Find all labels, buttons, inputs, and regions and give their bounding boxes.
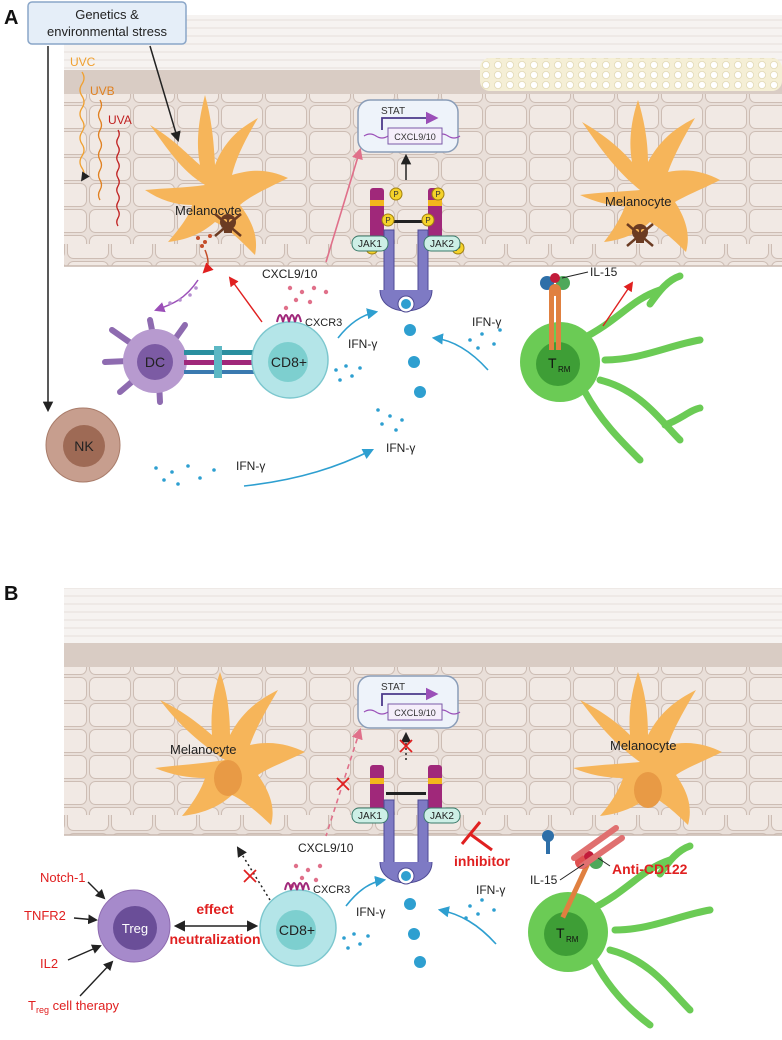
ifn-dots-cd8: [334, 364, 362, 382]
melanocyte-right-b-label: Melanocyte: [610, 738, 676, 753]
chemokine-label-a: CXCL9/10: [262, 267, 318, 281]
svg-text:P: P: [393, 190, 398, 199]
uvb-label: UVB: [90, 84, 115, 98]
uva-label: UVA: [108, 113, 132, 127]
effect-label: effect: [196, 901, 234, 917]
ifn-label-a-3: IFN-γ: [236, 459, 265, 473]
jak1-box-a: [351, 235, 389, 252]
ifn-label-a-4: IFN-γ: [386, 441, 415, 455]
arrow-to-melanocyte: [149, 45, 181, 143]
trigger-line-2: environmental stress: [47, 24, 167, 39]
trm-sub-b: RM: [566, 935, 579, 944]
jak2-label-a: JAK2: [430, 239, 454, 250]
skull-icon-right: [626, 223, 654, 247]
ifn-receptor-a: [370, 188, 442, 313]
svg-text:P: P: [435, 190, 440, 199]
chemokine-arrow-a: [325, 147, 363, 263]
trm-cell-a: [520, 272, 704, 464]
ifn-dots-nk: [154, 464, 216, 486]
skull-icon: [214, 213, 242, 237]
il15-receptor-b: [560, 825, 625, 919]
il15-label-b: IL-15: [530, 873, 558, 887]
ifn-drops-a: [404, 324, 426, 398]
il15-label-a: IL-15: [590, 265, 618, 279]
anti-cd122-label: Anti-CD122: [612, 861, 688, 877]
cd8-kill-arrow: [228, 276, 263, 323]
svg-text:P: P: [425, 216, 430, 225]
ifn-label-a-1: IFN-γ: [348, 337, 377, 351]
nk-label: NK: [74, 438, 94, 454]
immune-synapse: [184, 346, 254, 378]
chemokine-dots-a: [283, 285, 329, 311]
block-x-kill: [243, 869, 257, 883]
uvc-label: UVC: [70, 55, 96, 69]
cd8-nucleus-a: [268, 342, 308, 382]
trm-label-b: T: [556, 925, 565, 941]
il15-receptor-a: [540, 273, 570, 350]
neutralization-label: neutralization: [169, 931, 260, 947]
melanocyte-left-a: [145, 95, 288, 255]
trigger-box: [27, 1, 187, 45]
jak2-box-a: [423, 235, 461, 252]
uvb-wave: [97, 99, 103, 201]
cd8-label-b: CD8+: [279, 922, 315, 938]
receptor-label-b: CXCR3: [313, 884, 350, 896]
gene-label-a: CXCL9/10: [394, 132, 436, 142]
notch-label: Notch-1: [40, 870, 86, 885]
jak1-label-a: JAK1: [358, 239, 382, 250]
melanocyte-left-b-label: Melanocyte: [170, 742, 236, 757]
inhibitor-bar: [469, 832, 493, 852]
dc-label: DC: [145, 354, 165, 370]
uva-wave: [116, 129, 120, 227]
melanocyte-debris: [196, 234, 212, 248]
cxcr3-receptor-a: [276, 314, 302, 323]
antigen-to-dc-arrow: [154, 279, 199, 313]
panel-b: B Melanocyte Melanocyte STAT CXCL9/10: [4, 583, 782, 1029]
receptor-label-a: CXCR3: [305, 317, 342, 329]
melanocyte-right-a-label: Melanocyte: [605, 194, 671, 209]
dc-cell: [102, 317, 188, 405]
il2-label: IL2: [40, 956, 58, 971]
treg-label: Treg: [122, 921, 148, 936]
gene-box-a: [387, 127, 443, 145]
chemokine-label-b: CXCL9/10: [298, 841, 354, 855]
jak1-label-b: JAK1: [358, 811, 382, 822]
melanocyte-right-b: [573, 672, 722, 825]
panel-b-label: B: [4, 583, 18, 605]
ifn-label-b-1: IFN-γ: [356, 905, 385, 919]
nk-nucleus: [63, 425, 105, 467]
melanocyte-left-a-label: Melanocyte: [175, 203, 241, 218]
inhibitor-label: inhibitor: [454, 853, 511, 869]
panel-a: A Genetics & environmental stress UVC UV…: [4, 1, 782, 487]
stat-label-b: STAT: [381, 682, 405, 693]
uvc-wave: [79, 71, 90, 182]
stat-label-a: STAT: [381, 106, 405, 117]
melanocyte-left-b: [155, 672, 305, 825]
tnfr2-label: TNFR2: [24, 908, 66, 923]
melanocyte-right-a: [580, 100, 720, 252]
jak2-label-b: JAK2: [430, 811, 454, 822]
ifn-label-a-2: IFN-γ: [472, 315, 501, 329]
trm-cell-b: [528, 842, 714, 1029]
cd8-label-a: CD8+: [271, 354, 307, 370]
trm-kill-arrow: [602, 281, 634, 327]
ifn-receptor-b: [370, 765, 442, 885]
svg-text:P: P: [385, 216, 390, 225]
trigger-line-1: Genetics &: [75, 7, 139, 22]
keratin-bubbles: [480, 58, 782, 91]
block-x-stat: [399, 739, 413, 753]
ifn-dots-trm: [468, 328, 502, 350]
panel-a-label: A: [4, 7, 18, 29]
il15-ligand-b: [542, 830, 554, 854]
trm-sub-a: RM: [558, 365, 571, 374]
ifn-label-b-2: IFN-γ: [476, 883, 505, 897]
block-x-chemokine: [336, 777, 350, 791]
gene-label-b: CXCL9/10: [394, 708, 436, 718]
trm-label-a: T: [548, 355, 557, 371]
treg-therapy-label: Treg cell therapy: [28, 998, 120, 1015]
